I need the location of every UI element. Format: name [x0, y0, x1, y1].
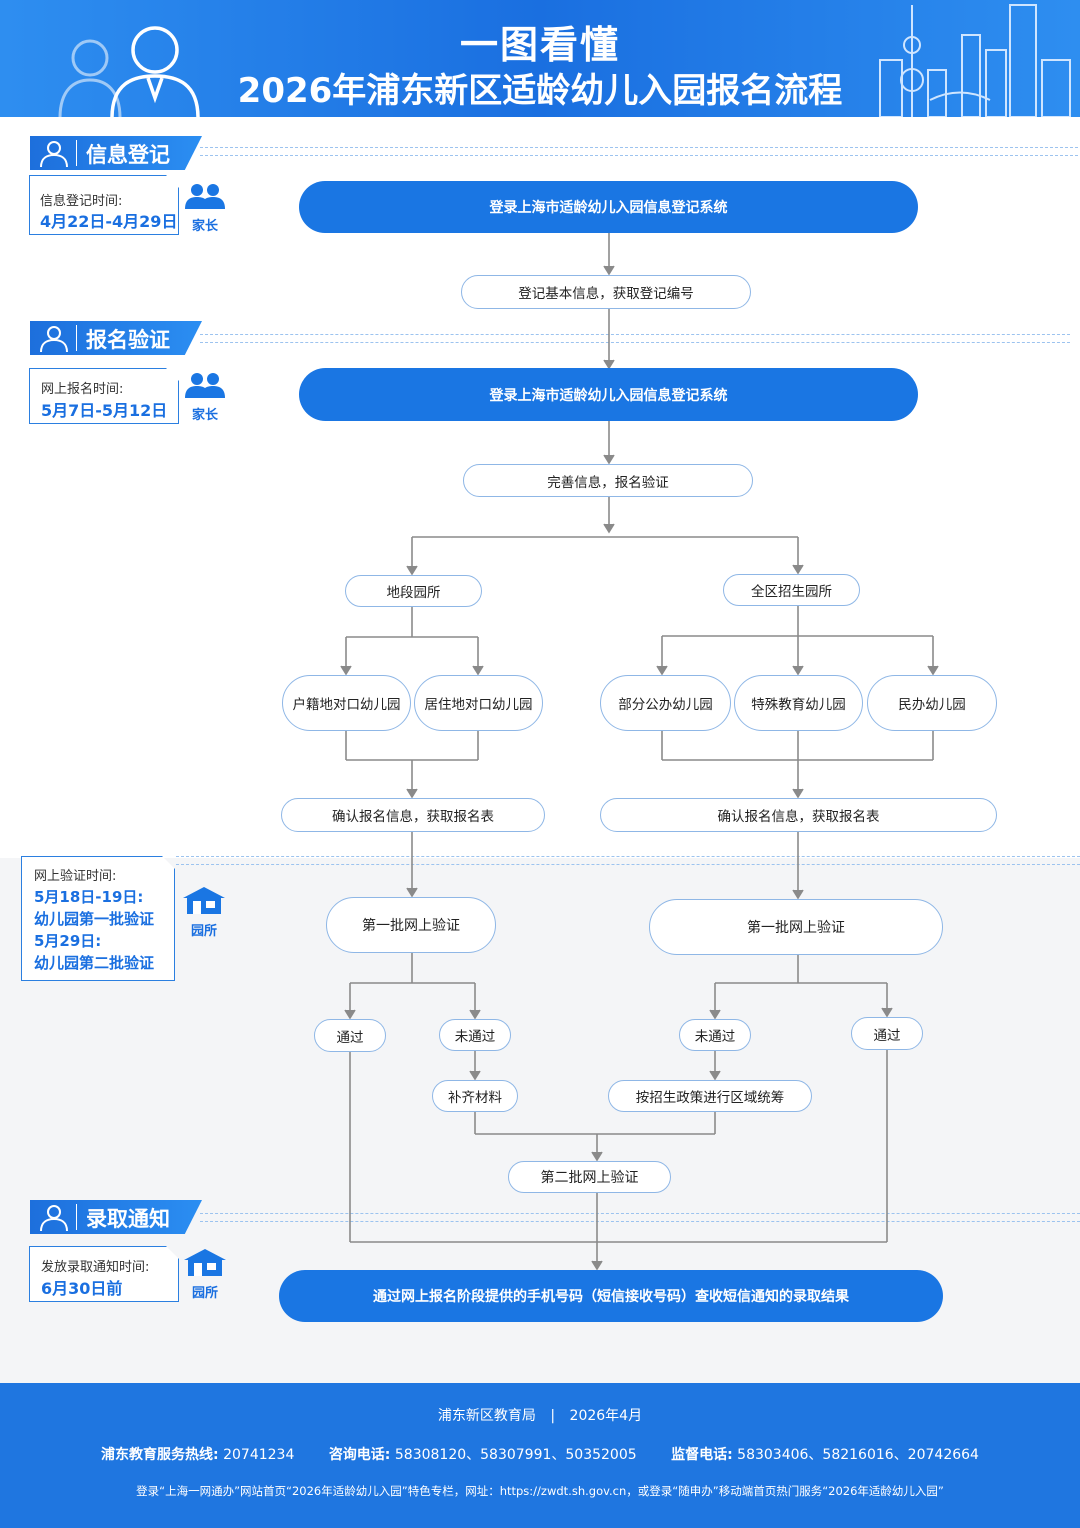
flow-step-hukou-kindergarten: 户籍地对口幼儿园 — [282, 675, 411, 731]
flow-step-confirm-application: 确认报名信息，获取报名表 — [600, 798, 997, 832]
info-box-application-time: 网上报名时间: 5月7日-5月12日 — [29, 368, 179, 424]
info-box-verification-time: 网上验证时间: 5月18日-19日: 幼儿园第一批验证 5月29日: 幼儿园第二… — [21, 856, 175, 981]
section-tab-admission: 录取通知 — [30, 1200, 202, 1234]
info-value: 5月7日-5月12日 — [41, 401, 168, 420]
hotline-number: 20741234 — [223, 1447, 295, 1463]
flow-step-special-kindergarten: 特殊教育幼儿园 — [734, 675, 863, 731]
divider — [200, 334, 1070, 343]
info-value: 幼儿园第一批验证 — [34, 910, 155, 928]
section-title: 信息登记 — [86, 143, 170, 167]
role-kindergarten: 园所 — [179, 886, 229, 939]
section-title: 报名验证 — [86, 328, 170, 352]
flow-step-confirm-application: 确认报名信息，获取报名表 — [281, 798, 545, 832]
divider — [176, 856, 1080, 865]
role-parent: 家长 — [180, 372, 230, 423]
flow-step-residence-kindergarten: 居住地对口幼儿园 — [414, 675, 543, 731]
flow-step-private-kindergarten: 民办幼儿园 — [867, 675, 997, 731]
role-label: 家长 — [191, 219, 218, 234]
flow-step-public-kindergarten: 部分公办幼儿园 — [600, 675, 731, 731]
info-label: 网上报名时间: — [41, 382, 124, 397]
info-value: 4月22日-4月29日 — [40, 212, 178, 231]
divider — [200, 147, 1078, 156]
flow-step-first-verification: 第一批网上验证 — [326, 897, 496, 953]
supervise-numbers: 58303406、58216016、20742664 — [737, 1447, 979, 1463]
info-label: 信息登记时间: — [40, 194, 123, 209]
footer-org-line: 浦东新区教育局 | 2026年4月 — [0, 1405, 1080, 1425]
school-building-icon — [184, 1249, 226, 1276]
flow-step-check-sms-result: 通过网上报名阶段提供的手机号码（短信接收号码）查收短信通知的录取结果 — [279, 1270, 943, 1322]
info-label: 网上验证时间: — [34, 869, 117, 884]
flow-step-citywide-kindergarten: 全区招生园所 — [723, 574, 860, 606]
flow-step-first-verification: 第一批网上验证 — [649, 899, 943, 955]
footer-separator: | — [550, 1408, 556, 1424]
info-value: 幼儿园第二批验证 — [34, 954, 155, 972]
flow-step-passed: 通过 — [314, 1019, 386, 1052]
role-kindergarten: 园所 — [180, 1248, 230, 1301]
hotline-label: 浦东教育服务热线: — [101, 1447, 219, 1463]
role-parent: 家长 — [180, 183, 230, 234]
role-label: 园所 — [191, 1286, 218, 1301]
flow-step-complete-info: 完善信息，报名验证 — [463, 464, 753, 497]
flow-step-register-info: 登记基本信息，获取登记编号 — [461, 275, 751, 309]
info-box-registration-time: 信息登记时间: 4月22日-4月29日 — [29, 175, 179, 235]
header-banner: 一图看懂 2026年浦东新区适龄幼儿入园报名流程 — [0, 0, 1080, 117]
info-box-notice-time: 发放录取通知时间: 6月30日前 — [29, 1246, 179, 1302]
consult-numbers: 58308120、58307991、50352005 — [394, 1447, 637, 1463]
consult-label: 咨询电话: — [328, 1447, 391, 1463]
flow-step-login-system: 登录上海市适龄幼儿入园信息登记系统 — [299, 368, 918, 421]
supervise-label: 监督电话: — [671, 1447, 733, 1463]
role-label: 园所 — [190, 924, 217, 939]
info-value: 6月30日前 — [41, 1279, 123, 1298]
flow-step-regional-coordination: 按招生政策进行区域统筹 — [608, 1080, 812, 1112]
info-value: 5月29日: — [34, 932, 102, 950]
section-tab-registration: 信息登记 — [30, 136, 202, 170]
flow-step-district-kindergarten: 地段园所 — [345, 575, 482, 607]
people-illustration — [58, 26, 200, 117]
footer-note: 登录“上海一网通办”网站首页“2026年适龄幼儿入园”特色专栏，网址：https… — [136, 1484, 944, 1498]
parents-icon — [185, 184, 225, 209]
footer-date: 2026年4月 — [569, 1408, 643, 1424]
info-value: 5月18日-19日: — [34, 888, 144, 906]
divider — [200, 1213, 1080, 1222]
person-icon — [40, 141, 68, 167]
skyline-illustration — [879, 4, 1071, 117]
footer-contacts: 浦东教育服务热线: 20741234 咨询电话: 58308120、583079… — [0, 1444, 1080, 1464]
flow-connectors — [340, 233, 939, 1271]
info-label: 发放录取通知时间: — [41, 1260, 150, 1275]
flow-step-not-passed: 未通过 — [439, 1019, 511, 1051]
role-label: 家长 — [191, 408, 218, 423]
page-subtitle: 2026年浦东新区适龄幼儿入园报名流程 — [237, 71, 843, 111]
school-building-icon — [183, 887, 225, 914]
section-title: 录取通知 — [86, 1207, 170, 1231]
flow-step-supplement-materials: 补齐材料 — [432, 1080, 518, 1112]
flow-step-passed: 通过 — [851, 1017, 923, 1050]
person-icon — [40, 326, 68, 352]
flow-step-login-system: 登录上海市适龄幼儿入园信息登记系统 — [299, 181, 918, 233]
flow-step-second-verification: 第二批网上验证 — [508, 1161, 671, 1193]
person-icon — [40, 1205, 68, 1231]
flow-step-not-passed: 未通过 — [679, 1019, 751, 1051]
section-tab-application: 报名验证 — [30, 321, 202, 355]
footer-org: 浦东新区教育局 — [437, 1408, 536, 1424]
footer: 浦东新区教育局 | 2026年4月 浦东教育服务热线: 20741234 咨询电… — [0, 1383, 1080, 1528]
parents-icon — [185, 373, 225, 398]
page-title: 一图看懂 — [459, 23, 620, 67]
